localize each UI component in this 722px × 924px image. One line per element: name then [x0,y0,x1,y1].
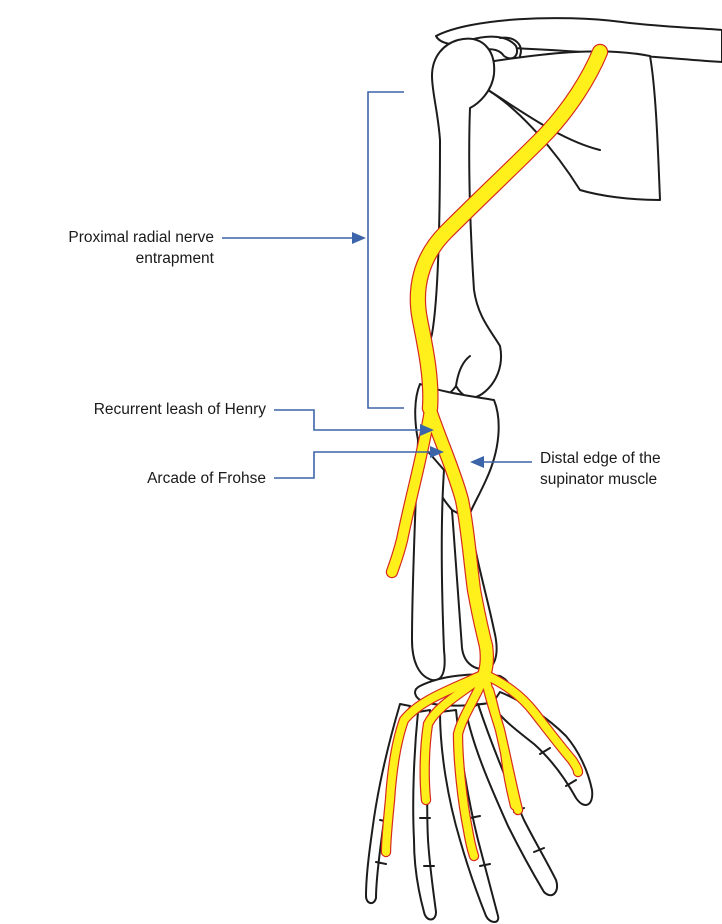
henry-pointer-line [274,410,424,430]
proximal-label: Proximal radial nerve entrapment [0,227,214,269]
proximal-pointer-arrowhead [352,232,366,244]
proximal-label-line2: entrapment [0,248,214,269]
frohse-label: Arcade of Frohse [0,468,266,489]
distal-label: Distal edge of the supinator muscle [540,448,661,490]
distal-label-line1: Distal edge of the [540,448,661,469]
distal-label-line2: supinator muscle [540,469,661,490]
scapula [488,51,660,200]
frohse-pointer-line [274,452,434,478]
henry-label: Recurrent leash of Henry [0,399,266,420]
proximal-label-line1: Proximal radial nerve [0,227,214,248]
proximal-bracket [368,92,404,408]
